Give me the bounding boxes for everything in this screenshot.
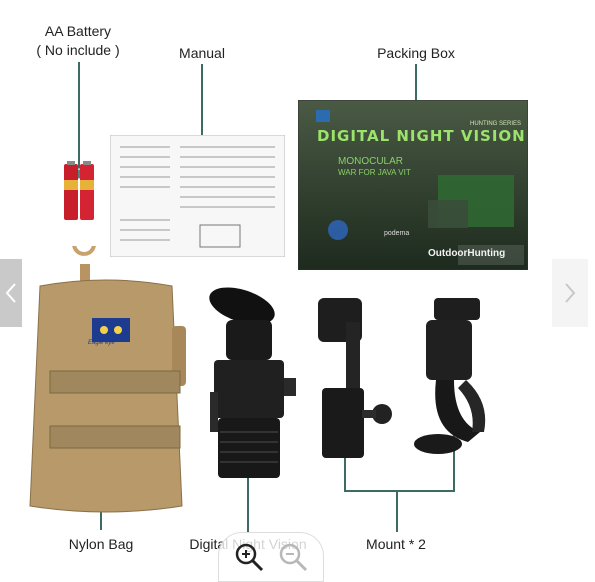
- zoom-in-button[interactable]: [233, 541, 265, 573]
- manual-image: [110, 135, 285, 257]
- packing-box-title: DIGITAL NIGHT VISION: [317, 127, 526, 145]
- mount-image-1: [318, 298, 392, 458]
- packing-box-subtitle-2: WAR FOR JAVA VIT: [338, 168, 411, 177]
- bag-logo-text: Eagle eye: [88, 340, 115, 346]
- zoom-in-icon: [235, 543, 264, 572]
- aa-batteries-image: [64, 161, 94, 220]
- packing-box-image: [298, 100, 528, 270]
- battery-callout-line: [78, 62, 80, 174]
- zoom-out-icon: [279, 543, 308, 572]
- chevron-left-icon: [5, 283, 16, 303]
- manual-label: Manual: [179, 45, 225, 61]
- packing-box-subtitle-1: MONOCULAR: [338, 156, 404, 167]
- next-image-button[interactable]: [552, 259, 588, 327]
- zoom-out-button[interactable]: [277, 541, 309, 573]
- mount-image-2: [414, 298, 486, 454]
- mount-callout-stem: [396, 490, 398, 532]
- mount-label: Mount * 2: [366, 536, 426, 552]
- manual-callout-line: [201, 64, 203, 172]
- battery-label-line2: ( No include ): [36, 42, 120, 58]
- night-vision-monocular-image: [209, 287, 296, 478]
- packing-box-series: HUNTING SERIES: [470, 121, 522, 127]
- box-callout-line: [415, 64, 417, 102]
- battery-label-line1: AA Battery: [44, 23, 112, 39]
- packing-box-label: Packing Box: [377, 45, 455, 61]
- battery-label: AA Battery ( No include ): [36, 22, 119, 60]
- zoom-controls: [218, 532, 324, 582]
- packing-box-mark: podema: [384, 230, 410, 237]
- mount-callout-vertical-right: [453, 424, 455, 491]
- mount-callout-horizontal: [344, 490, 455, 492]
- nylon-bag-image: [29, 246, 186, 513]
- nylon-bag-label: Nylon Bag: [68, 536, 134, 552]
- previous-image-button[interactable]: [0, 259, 22, 327]
- packing-box-brand: OutdoorHunting: [428, 248, 506, 259]
- chevron-right-icon: [565, 283, 576, 303]
